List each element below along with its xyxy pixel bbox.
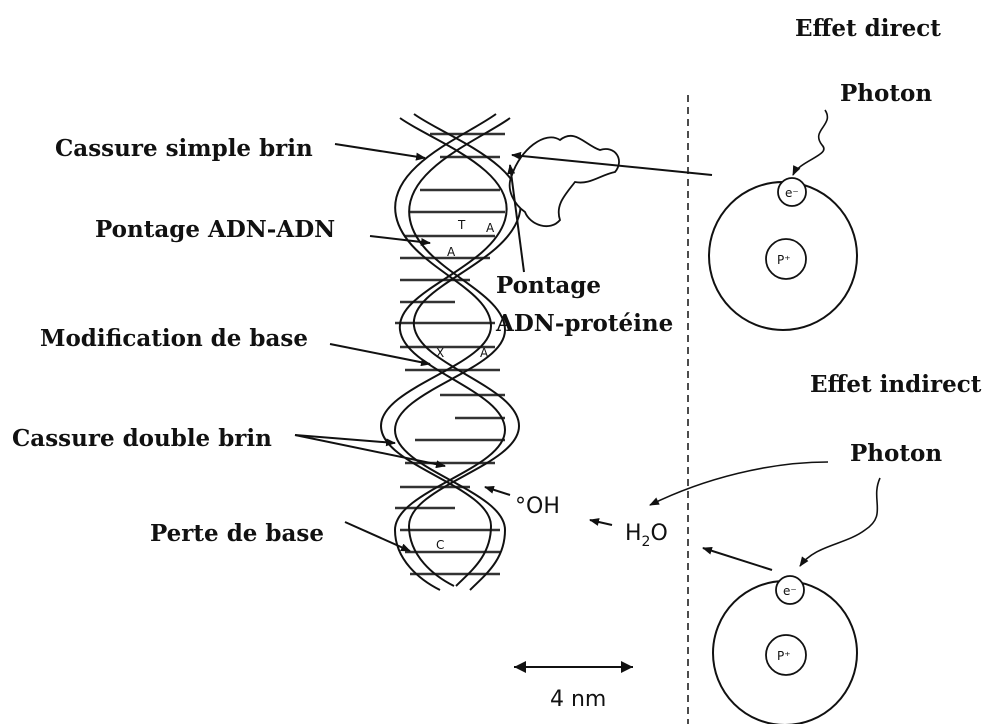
base-a-1: A	[486, 221, 495, 235]
label-pontage-proteine-1: Pontage	[496, 272, 601, 299]
dna-backbone	[381, 114, 521, 590]
photon-path-2	[800, 478, 880, 566]
oh-radical-label: °OH	[515, 494, 560, 519]
base-a-3: A	[480, 346, 489, 360]
base-a-2: A	[447, 245, 456, 259]
base-t: T	[457, 218, 466, 232]
photon-path-1	[793, 110, 827, 175]
h2o-label: H2O	[625, 521, 668, 550]
proton-2-label: P⁺	[777, 649, 791, 663]
label-effet-indirect: Effet indirect	[810, 371, 982, 398]
protein-blob	[510, 136, 619, 226]
base-c: C	[436, 538, 444, 552]
label-arrows	[295, 144, 712, 551]
photon-path-h2o	[650, 462, 828, 505]
label-pontage-proteine-2: ADN-protéine	[495, 310, 673, 337]
label-pontage-adn-adn: Pontage ADN-ADN	[95, 216, 335, 243]
label-perte-base: Perte de base	[150, 520, 324, 547]
label-effet-direct: Effet direct	[795, 15, 941, 42]
label-cassure-double-brin: Cassure double brin	[12, 425, 272, 452]
electron-1-label: e⁻	[785, 186, 799, 200]
electron-2-label: e⁻	[783, 584, 797, 598]
label-modification-base: Modification de base	[40, 325, 308, 352]
label-photon-2: Photon	[850, 440, 942, 467]
scale-arrow-right	[621, 661, 633, 673]
scale-label: 4 nm	[550, 687, 606, 712]
scale-arrow-left	[514, 661, 526, 673]
label-photon-1: Photon	[840, 80, 932, 107]
base-x: X	[436, 346, 444, 360]
label-cassure-simple-brin: Cassure simple brin	[55, 135, 313, 162]
proton-1-label: P⁺	[777, 253, 791, 267]
